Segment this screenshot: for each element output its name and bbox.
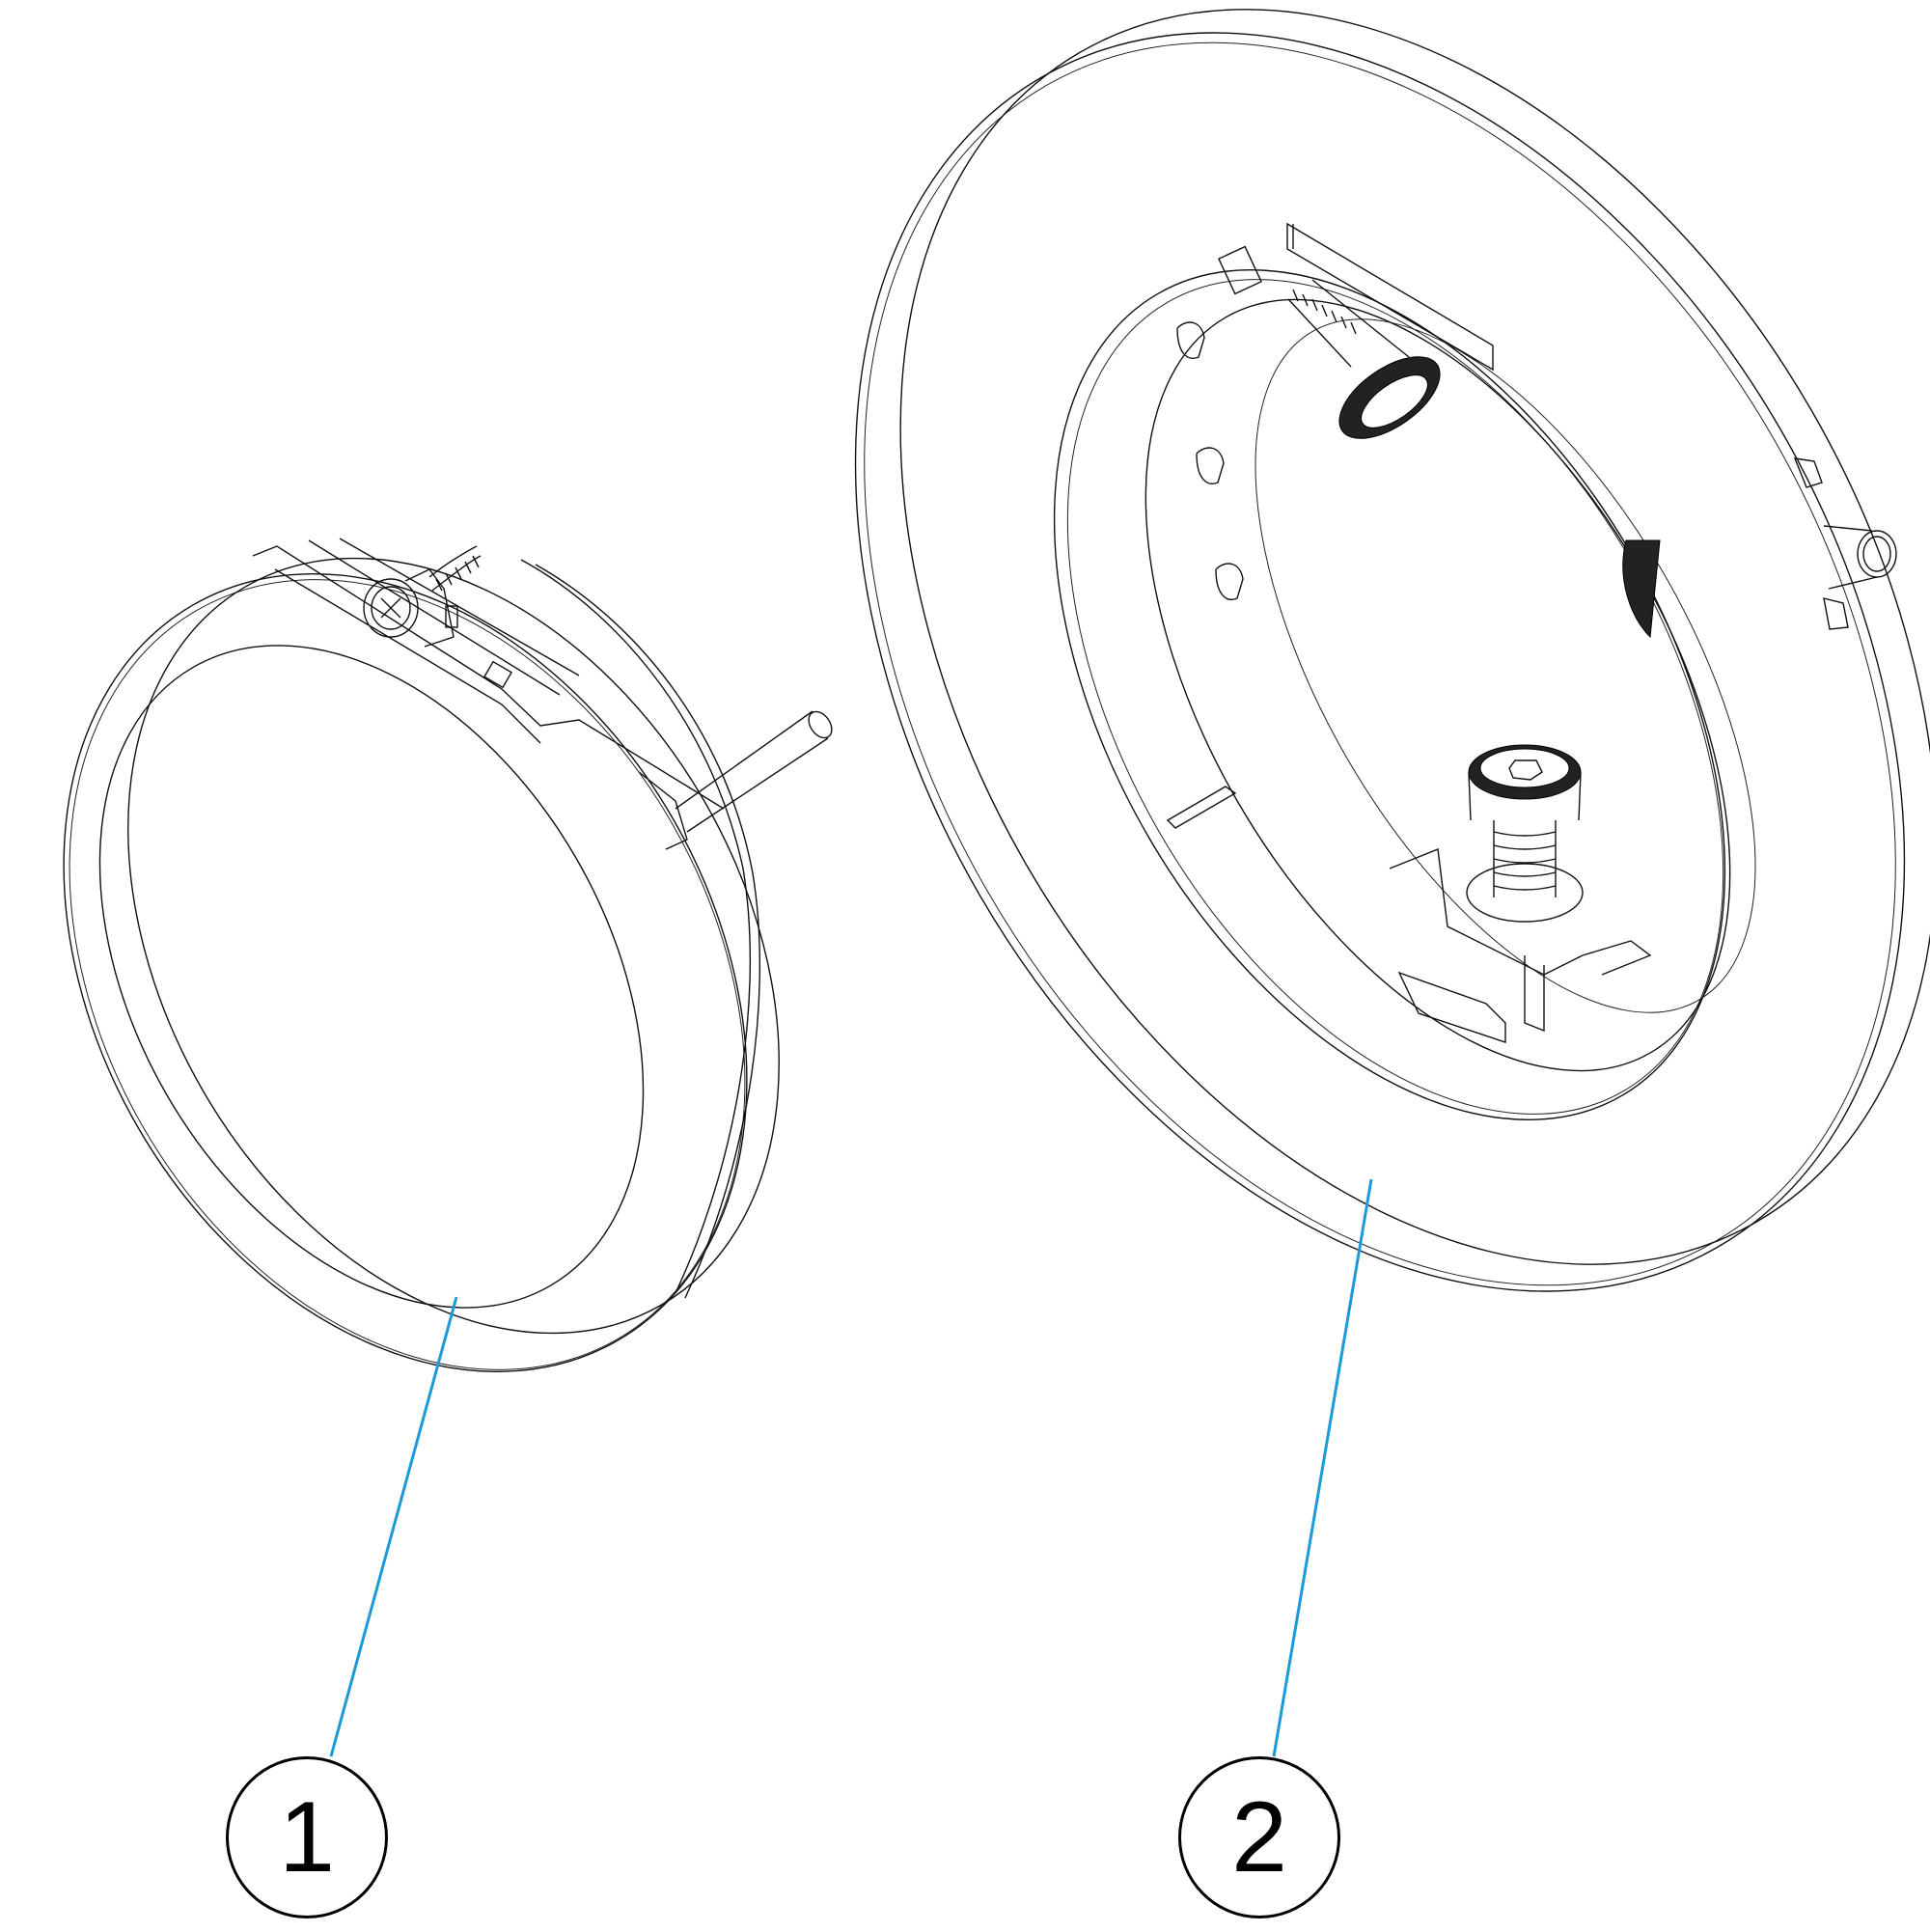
callout-balloon-2: 2 — [1178, 1756, 1340, 1918]
part-1-cover — [63, 538, 833, 1372]
part-2-flange — [854, 9, 1930, 1292]
part-1-bracket — [252, 538, 725, 810]
callout-balloon-1: 1 — [226, 1756, 388, 1918]
part-2-lower-clip — [1389, 848, 1652, 1043]
part-2-side-knob — [1622, 457, 1897, 639]
part-2-tab — [1166, 786, 1237, 829]
part-2-notch — [1176, 321, 1205, 359]
part-2-notch — [1215, 563, 1244, 600]
part-1-screw — [363, 545, 482, 648]
part-2-upper-screw — [1218, 245, 1441, 439]
callout-number-1: 1 — [279, 1781, 335, 1893]
callout-number-2: 2 — [1231, 1781, 1287, 1893]
part-1-rod — [638, 710, 833, 850]
part-2-plate — [1286, 222, 1494, 372]
part-2-lower-screw — [1466, 744, 1584, 923]
leader-line-1 — [329, 1296, 458, 1757]
leader-line-2 — [1272, 1178, 1373, 1757]
part-2-notch — [1196, 447, 1225, 484]
